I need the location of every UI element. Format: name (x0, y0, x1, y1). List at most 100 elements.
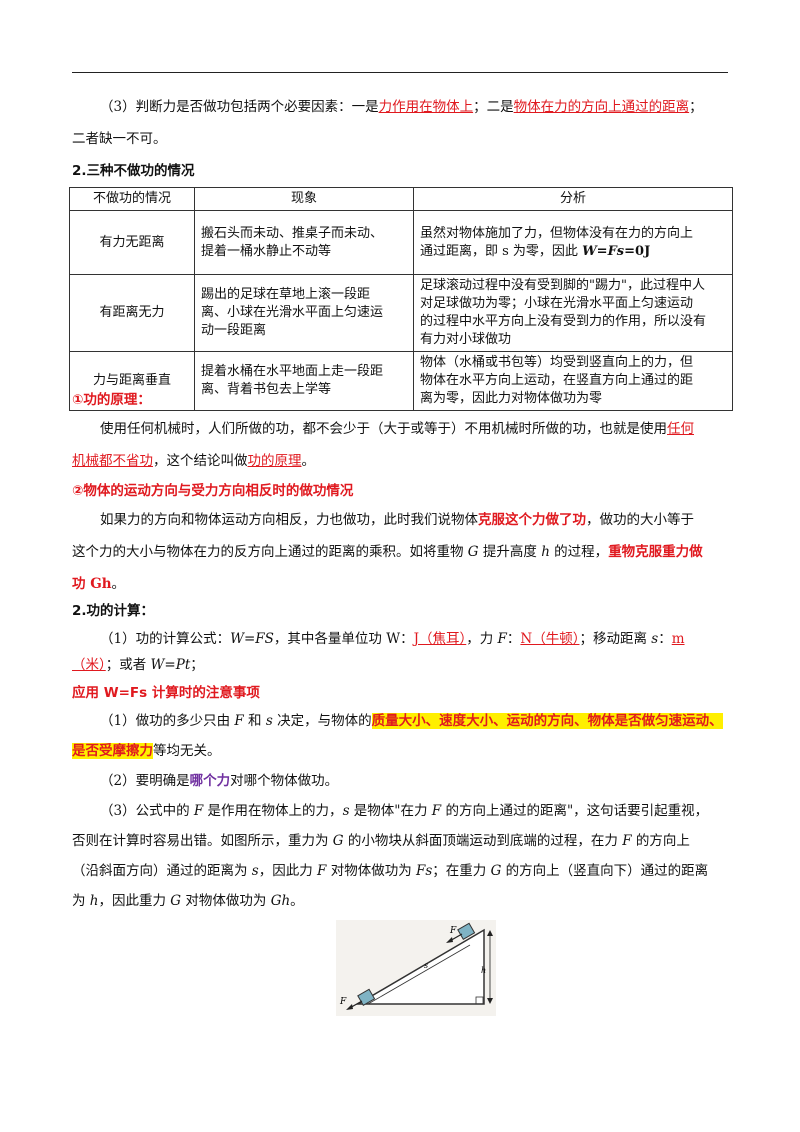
text: 这个力的大小与物体在力的反方向上通过的距离的乘积。如将重物 (72, 544, 468, 560)
text: 。 (111, 576, 126, 592)
text: （3）判断力是否做功包括两个必要因素：一是 (100, 99, 379, 115)
text: ；二是 (473, 99, 514, 115)
table-cell-phenomenon: 提着水桶在水平地面上走一段距 离、背着书包去上学等 (194, 351, 414, 411)
text: 的方向上通过的距离"，这句话要引起重视， (441, 803, 709, 819)
force-label-bottom: F (339, 997, 347, 1007)
incline-edge (357, 929, 485, 1005)
text: 对物体做功为 (326, 863, 416, 879)
variable: F (193, 803, 204, 819)
text: 对物体做功为 (181, 893, 271, 909)
table-cell-analysis: 足球滚动过程中没有受到脚的"踢力"，此过程中人 对足球做功为零；小球在光滑水平面… (413, 274, 733, 352)
text: 的方向上（竖直向下）通过的距离 (501, 863, 709, 879)
highlight-text: 物体在力的方向上通过的距离 (513, 99, 690, 115)
variable: G (467, 544, 479, 560)
highlight-text: 克服这个力做了功 (478, 512, 586, 528)
variable: F (431, 803, 442, 819)
text: ，因此力 (258, 863, 318, 879)
height-label: h (481, 966, 486, 975)
text: 等均无关。 (153, 743, 221, 759)
highlight-text: 力作用在物体上 (378, 99, 474, 115)
text: ： (658, 631, 672, 647)
text: =0J (624, 243, 651, 259)
cell-line: 虽然对物体施加了力，但物体没有在力的方向上 (420, 225, 694, 241)
table-cell-phenomenon: 搬石头而未动、推桌子而未动、 提着一桶水静止不动等 (194, 210, 414, 275)
paragraph-opposite-direction-end: 功 Gh。 (72, 569, 728, 599)
paragraph-note-1: （1）做功的多少只由 F 和 s 决定，与物体的质量大小、速度大小、运动的方向、… (72, 706, 728, 736)
text: 二者缺一不可。 (72, 131, 167, 147)
cell-line: 足球滚动过程中没有受到脚的"踢力"，此过程中人 (420, 278, 705, 293)
highlight-text: 任何 (667, 421, 694, 437)
text: （2）要明确是 (100, 773, 190, 789)
paragraph-note-3-line4: 为 h，因此重力 G 对物体做功为 Gh。 (72, 886, 728, 916)
paragraph-opposite-direction-cont: 这个力的大小与物体在力的反方向上通过的距离的乘积。如将重物 G 提升高度 h 的… (72, 537, 728, 567)
section-heading-calculation: 2.功的计算： (72, 603, 155, 619)
cell-line: 提着水桶在水平地面上走一段距 (201, 364, 384, 379)
text: （沿斜面方向）通过的距离为 (72, 863, 252, 879)
text: 为 (72, 893, 90, 909)
no-work-table: 不做功的情况 现象 分析 有力无距离 搬石头而未动、推桌子而未动、 提着一桶水静… (69, 187, 733, 411)
variable: h (541, 544, 550, 560)
variable: s (342, 803, 350, 819)
table-header: 现象 (194, 187, 414, 211)
variable: Gh (270, 893, 291, 909)
variable: G (490, 863, 502, 879)
table-header: 不做功的情况 (69, 187, 195, 211)
variable: F (317, 863, 327, 879)
section-heading-no-work: 2.三种不做功的情况 (72, 163, 195, 179)
text: 对哪个物体做功。 (230, 773, 339, 789)
variable: s (651, 631, 659, 647)
incline-figure: F F s h (336, 920, 496, 1016)
distance-line (367, 944, 471, 1005)
cell-line: 物体在水平方向上运动，在竖直方向上通过的距 (420, 373, 694, 388)
table-row: 有距离无力 踢出的足球在草地上滚一段距 离、小球在光滑水平面上匀速运 动一段距离… (69, 274, 733, 352)
section-heading-opposite-direction: ②物体的运动方向与受力方向相反时的做功情况 (72, 483, 354, 499)
cell-line: 离、背着书包去上学等 (201, 382, 332, 397)
section-heading-work-principle: ①功的原理： (72, 392, 151, 408)
text: ；移动距离 (579, 631, 652, 647)
table-cell-analysis: 虽然对物体施加了力，但物体没有在力的方向上 通过距离，即 s 为零，因此 W=F… (413, 210, 733, 275)
paragraph-formula-cont: （米）；或者 W=Pt； (72, 650, 728, 680)
formula: W=FS (230, 631, 274, 647)
paragraph-formula: （1）功的计算公式：W=FS，其中各量单位功 W：J（焦耳），力 F：N（牛顿）… (72, 624, 728, 654)
variable: F (234, 713, 244, 729)
table-header: 分析 (413, 187, 733, 211)
cell-line: 动一段距离 (201, 323, 267, 338)
text: 和 (243, 713, 266, 729)
text: （1）做功的多少只由 (100, 713, 235, 729)
text: ； (689, 99, 703, 115)
highlight-text: 哪个力 (189, 773, 231, 789)
paragraph-note-3: （3）公式中的 F 是作用在物体上的力，s 是物体"在力 F 的方向上通过的距离… (72, 796, 728, 826)
text: 提升高度 (478, 544, 542, 560)
arrow-head-icon (487, 930, 493, 936)
paragraph-note-3-line3: （沿斜面方向）通过的距离为 s，因此力 F 对物体做功为 Fs；在重力 G 的方… (72, 856, 728, 886)
paragraph-work-principle: 使用任何机械时，人们所做的功，都不会少于（大于或等于）不用机械时所做的功，也就是… (72, 414, 728, 444)
highlight-text: 功 Gh (72, 576, 112, 592)
text: （3）公式中的 (100, 803, 194, 819)
highlight-text: N（牛顿） (520, 631, 580, 647)
formula: W=Fs (582, 243, 625, 259)
paragraph-note-2: （2）要明确是哪个力对哪个物体做功。 (72, 766, 728, 796)
table-row: 力与距离垂直 提着水桶在水平地面上走一段距 离、背着书包去上学等 物体（水桶或书… (69, 351, 733, 411)
text: ，力 (466, 631, 498, 647)
table-row: 有力无距离 搬石头而未动、推桌子而未动、 提着一桶水静止不动等 虽然对物体施加了… (69, 210, 733, 275)
text: ；在重力 (432, 863, 491, 879)
highlight-text: J（焦耳） (413, 631, 467, 647)
paragraph-note-1-cont: 是否受摩擦力等均无关。 (72, 736, 728, 766)
paragraph-note-3-line2: 否则在计算时容易出错。如图所示，重力为 G 的小物块从斜面顶端运动到底端的过程，… (72, 826, 728, 856)
text: ，做功的大小等于 (586, 512, 694, 528)
table-cell-phenomenon: 踢出的足球在草地上滚一段距 离、小球在光滑水平面上匀速运 动一段距离 (194, 274, 414, 352)
header-rule (72, 72, 728, 73)
text: ，其中各量单位功 W： (273, 631, 414, 647)
arrow-head-icon (487, 998, 493, 1004)
paragraph-work-factors-cont: 二者缺一不可。 (72, 124, 728, 154)
force-label-top: F (449, 926, 457, 936)
cell-line: 物体（水桶或书包等）均受到竖直向上的力，但 (420, 355, 694, 370)
text: ；或者 (105, 657, 151, 673)
cell-line: 的过程中水平方向上没有受到力的作用，所以没有 (420, 314, 707, 329)
cell-line: 离为零，因此力对物体做功为零 (420, 391, 603, 406)
text: 决定，与物体的 (272, 713, 372, 729)
text: 否则在计算时容易出错。如图所示，重力为 (72, 833, 333, 849)
text: 通过距离，即 s 为零，因此 (420, 243, 583, 259)
text: 如果力的方向和物体运动方向相反，力也做功，此时我们说物体 (100, 512, 478, 528)
paragraph-work-factors: （3）判断力是否做功包括两个必要因素：一是力作用在物体上；二是物体在力的方向上通… (72, 92, 728, 122)
